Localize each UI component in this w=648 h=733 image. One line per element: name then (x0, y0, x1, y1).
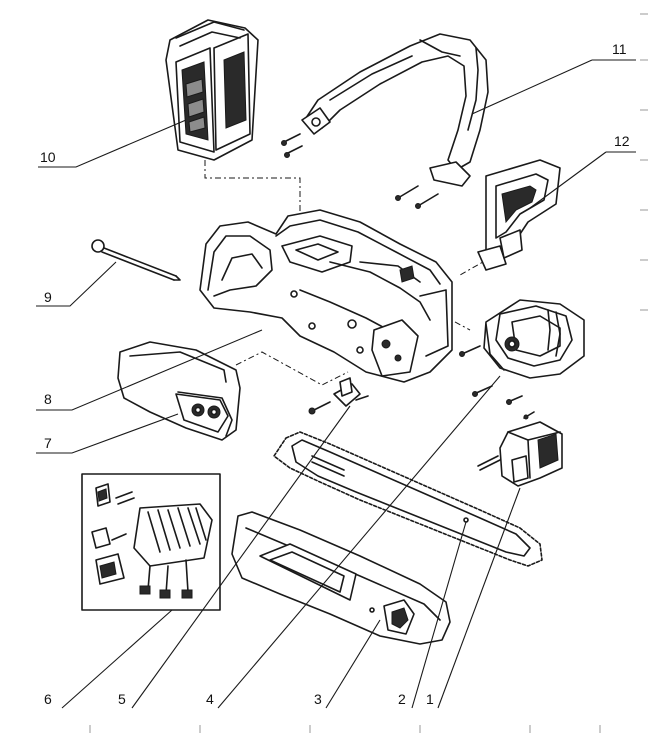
bar-cover (231, 511, 451, 645)
controller-kit (81, 473, 221, 611)
frame-ticks (89, 13, 648, 733)
callout-12: 12 (614, 133, 630, 149)
chain-tensioner (308, 377, 369, 415)
callout-1: 1 (426, 691, 434, 707)
oil-pump (477, 411, 563, 487)
callout-11: 11 (612, 41, 627, 57)
callout-10: 10 (40, 149, 56, 165)
callout-3: 3 (314, 691, 322, 707)
callout-6: 6 (44, 691, 52, 707)
callout-4: 4 (206, 691, 214, 707)
bar-wrench (91, 239, 181, 281)
callout-9: 9 (44, 289, 52, 305)
motor-unit (459, 299, 585, 405)
callout-8: 8 (44, 391, 52, 407)
callout-5: 5 (118, 691, 126, 707)
rear-handle (281, 33, 489, 209)
callout-7: 7 (44, 435, 52, 451)
sprocket-cover (117, 341, 241, 441)
main-housing (199, 209, 453, 383)
leader-lines (36, 59, 636, 709)
callout-numbers: 10 11 12 9 8 7 6 5 4 3 2 1 (40, 41, 630, 707)
callout-2: 2 (398, 691, 406, 707)
battery-pack (165, 19, 259, 161)
handle-bracket (477, 159, 561, 271)
saw-chain (273, 431, 543, 567)
